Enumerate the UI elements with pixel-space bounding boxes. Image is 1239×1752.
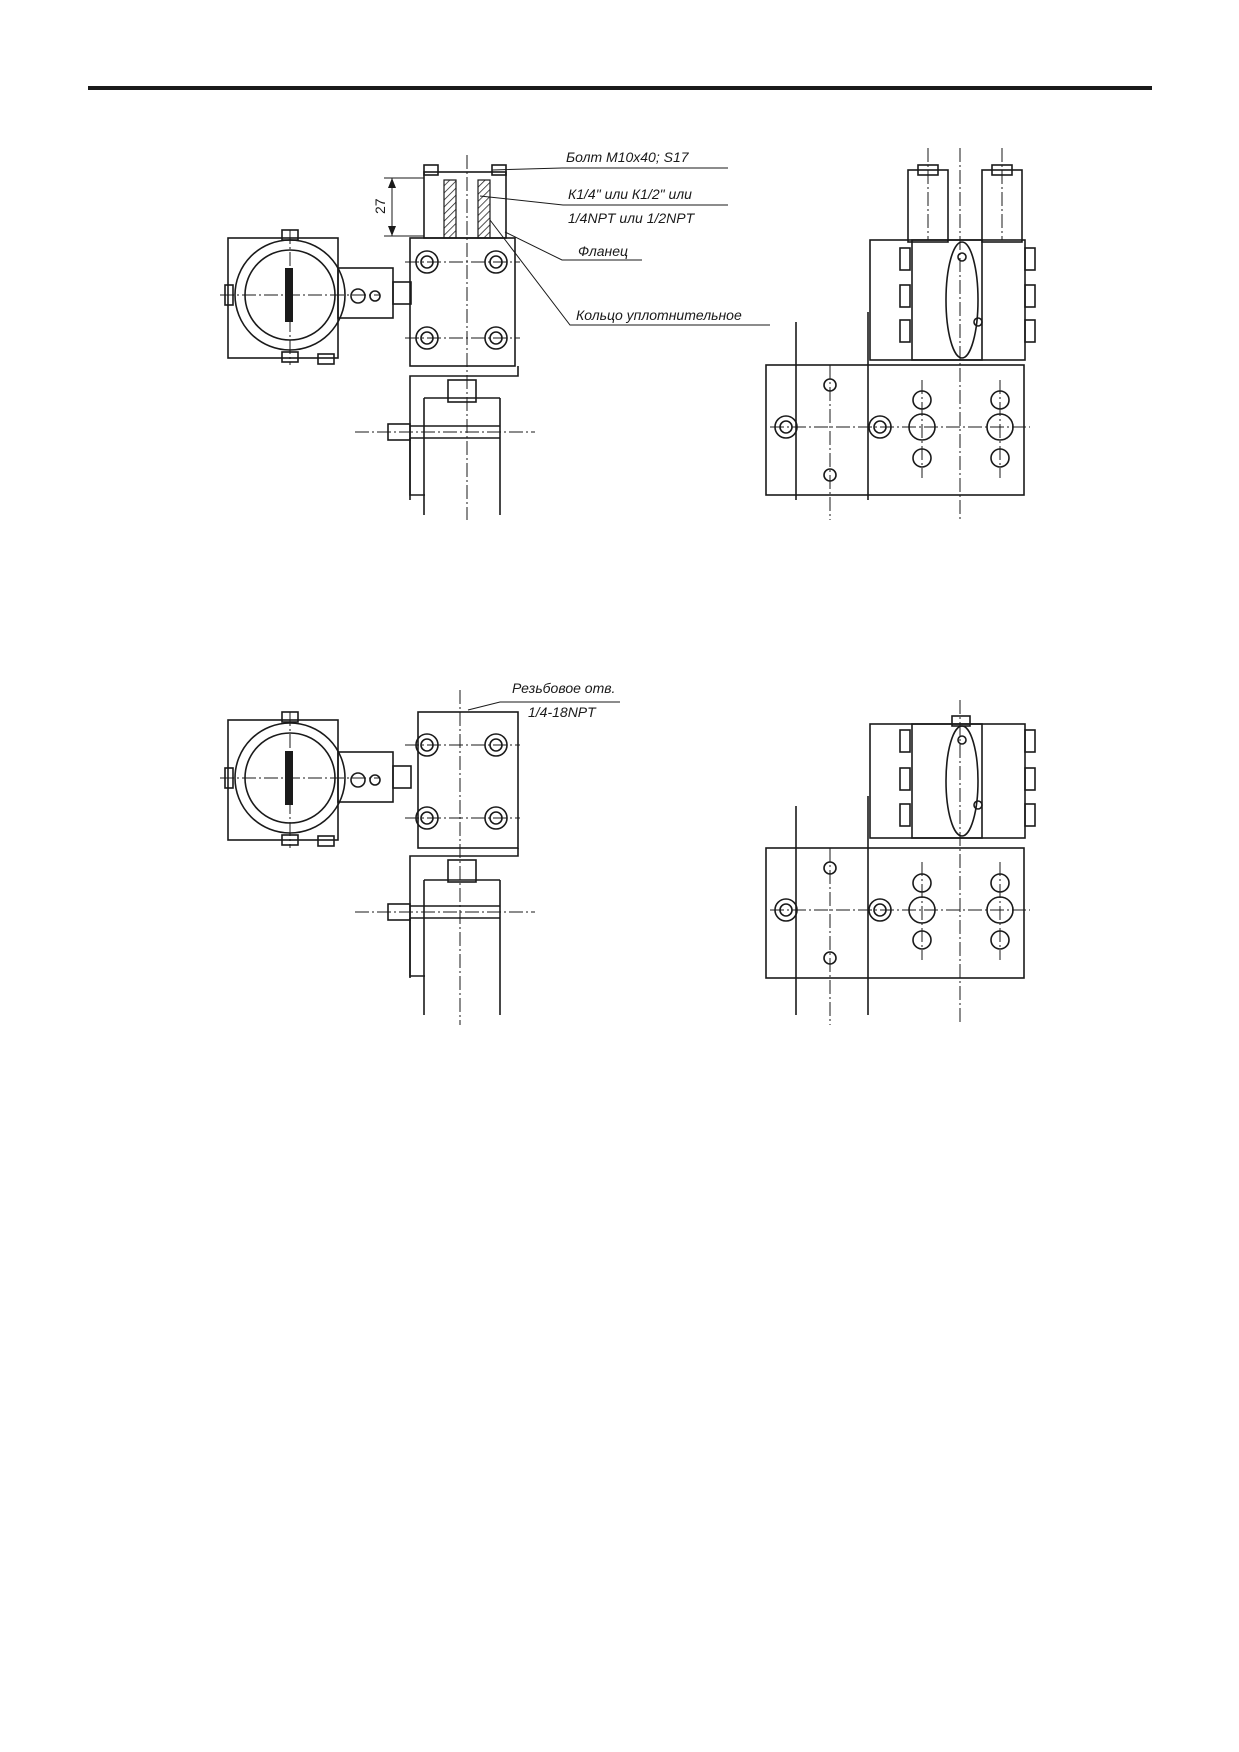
label-threaded-hole-line1: Резьбовое отв.: [512, 680, 615, 696]
side-view-bottom: [765, 700, 1036, 1025]
label-thread-line1: К1/4" или К1/2" или: [568, 186, 692, 202]
front-view-top: 27 Болт М10х40; S17 К1/4" или К1/2" или …: [220, 149, 770, 520]
front-view-bottom: Резьбовое отв. 1/4-18NPT: [220, 680, 620, 1025]
label-seal-ring: Кольцо уплотнительное: [576, 307, 742, 323]
label-flange: Фланец: [578, 243, 628, 259]
side-view-top: [765, 148, 1036, 520]
dimension-27: 27: [372, 198, 388, 214]
label-bolt: Болт М10х40; S17: [566, 149, 690, 165]
label-thread-line2: 1/4NPT или 1/2NPT: [568, 210, 696, 226]
label-threaded-hole-line2: 1/4-18NPT: [528, 704, 597, 720]
